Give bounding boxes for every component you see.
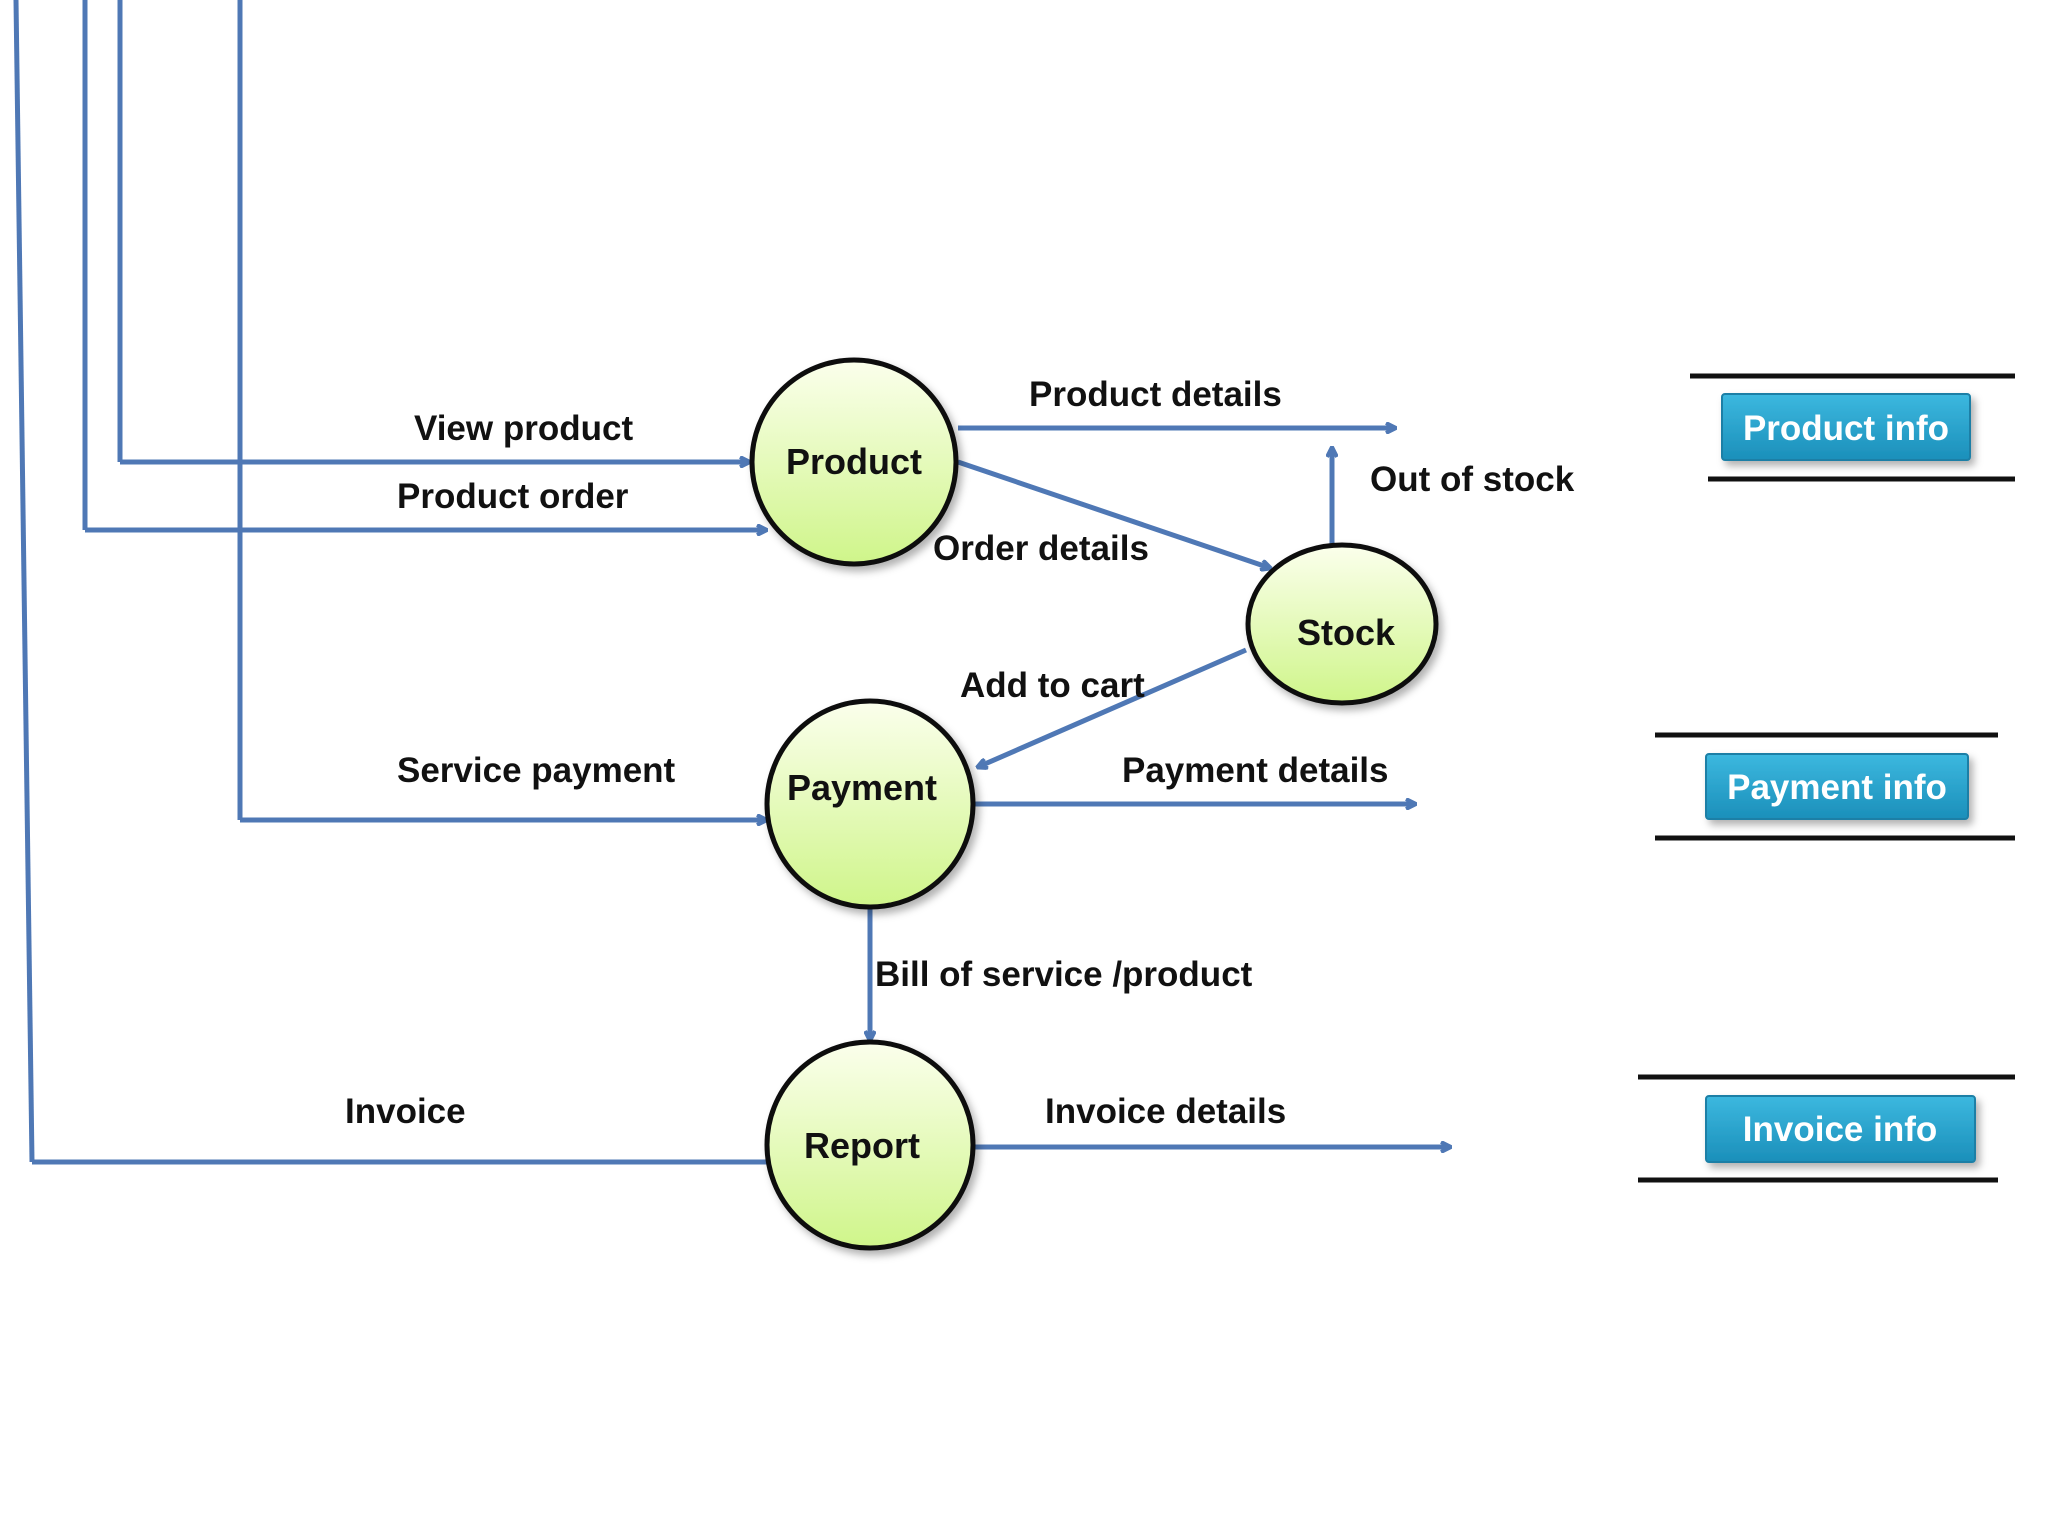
label-service-payment: Service payment [397, 751, 676, 790]
store-invoice-info[interactable]: Invoice info [1638, 1074, 2015, 1183]
process-report[interactable]: Report [764, 1039, 976, 1251]
label-invoice: Invoice [345, 1092, 466, 1131]
process-stock[interactable]: Stock [1245, 542, 1439, 706]
store-invoice-info-label: Invoice info [1743, 1110, 1937, 1149]
label-invoice-details: Invoice details [1045, 1092, 1286, 1131]
process-product[interactable]: Product [749, 357, 959, 567]
label-add-to-cart: Add to cart [960, 666, 1145, 705]
label-payment-details: Payment details [1122, 751, 1389, 790]
store-product-info[interactable]: Product info [1690, 373, 2015, 482]
process-stock-label: Stock [1297, 612, 1396, 653]
label-out-of-stock: Out of stock [1370, 460, 1575, 499]
process-report-label: Report [804, 1125, 920, 1166]
process-product-label: Product [786, 441, 922, 482]
feed-line-invoice [13, 0, 35, 1163]
label-bill: Bill of service /product [875, 955, 1253, 994]
order-details-arrow [957, 459, 1270, 568]
label-product-order: Product order [397, 477, 629, 516]
store-product-info-label: Product info [1743, 409, 1949, 448]
process-payment[interactable]: Payment [764, 698, 976, 910]
store-payment-info[interactable]: Payment info [1655, 732, 2015, 841]
label-view-product: View product [414, 409, 633, 448]
store-payment-info-label: Payment info [1727, 768, 1947, 807]
label-order-details: Order details [933, 529, 1149, 568]
label-product-details: Product details [1029, 375, 1282, 414]
process-payment-label: Payment [787, 767, 937, 808]
add-to-cart-arrow [978, 647, 1248, 767]
